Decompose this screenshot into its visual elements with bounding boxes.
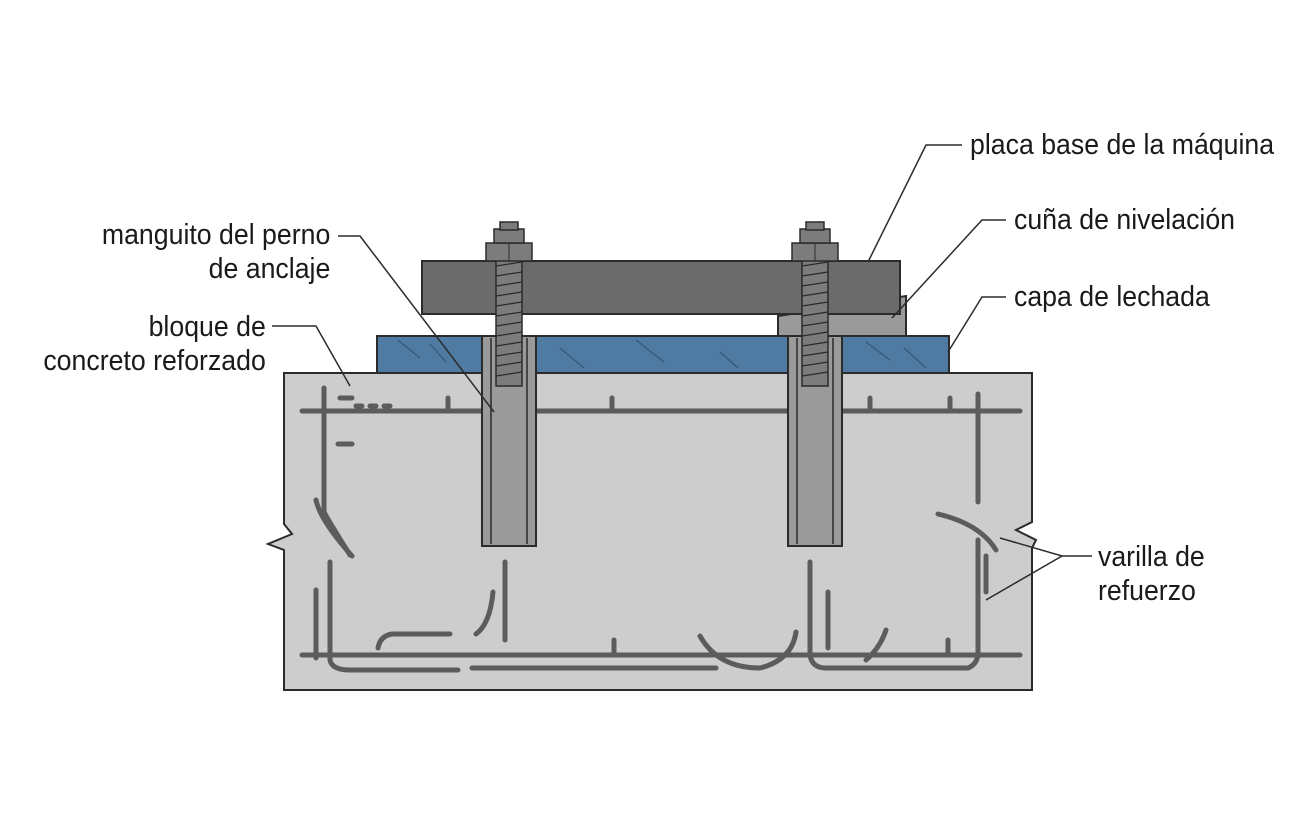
leader-lines xyxy=(272,144,1092,601)
base-plate-label: placa base de la máquina xyxy=(970,129,1275,161)
concrete-block-label: bloque de concreto reforzado xyxy=(43,311,266,377)
anchor-bolt-left xyxy=(485,221,533,387)
rebar-cage xyxy=(299,385,1023,673)
leveling-wedge-label: cuña de nivelación xyxy=(1014,204,1236,236)
anchor-sleeve-label: manguito del perno de anclaje xyxy=(101,219,330,285)
grout-layer xyxy=(376,335,950,374)
concrete-block xyxy=(265,372,1038,691)
rebar-label: varilla de refuerzo xyxy=(1098,541,1205,607)
grout-layer-label: capa de lechada xyxy=(1014,281,1210,313)
anchor-bolt-right xyxy=(791,221,839,387)
